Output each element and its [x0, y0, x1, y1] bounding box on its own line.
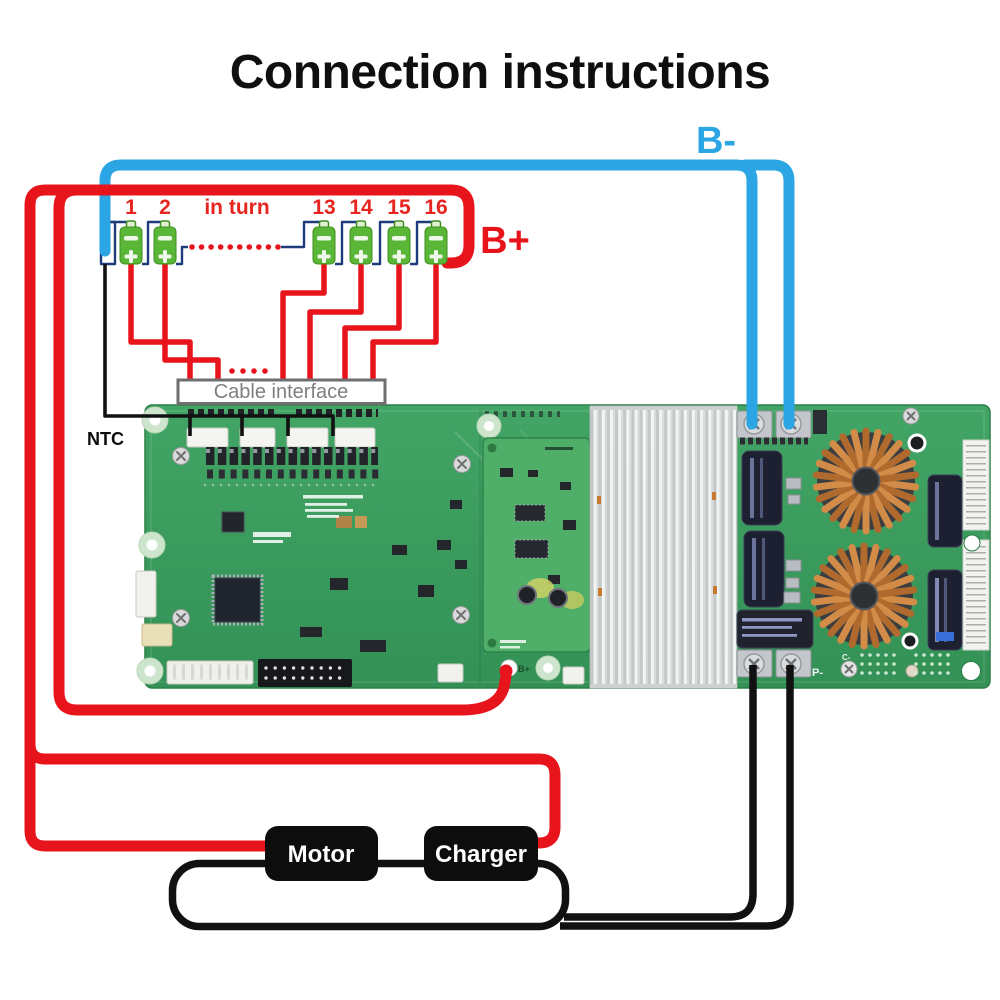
cell-plus-mark: [359, 250, 363, 263]
ic-chip: [392, 545, 407, 555]
b-minus-wire: [99, 159, 795, 430]
ic-chip: [418, 585, 434, 597]
toroid-inductor: [810, 542, 918, 650]
battery-cell-16: 16: [424, 196, 448, 265]
capacitors: [736, 450, 963, 651]
motor-label: Motor: [288, 841, 355, 868]
smd-part: [813, 410, 827, 434]
b-plus-to-motor-wire: [24, 184, 274, 852]
ic-chip: [221, 511, 245, 533]
soic-chip: [514, 504, 546, 522]
harness-connector: [239, 427, 276, 448]
battery-string: 1 2 in turn 13 14: [119, 196, 448, 265]
p-minus-label: P-: [812, 667, 823, 679]
b-plus-solder-dot: [499, 664, 513, 678]
ic-chip: [455, 560, 467, 569]
cell-label: 14: [349, 196, 373, 219]
terminal-wire-2: [560, 665, 794, 930]
c-minus-label: C-: [842, 653, 851, 662]
terminal-wire-1: [564, 665, 757, 921]
bottom-connector: [562, 666, 585, 685]
bms-board: P- C- B+: [135, 404, 991, 689]
smd-part: [936, 632, 954, 641]
battery-cell-1: 1: [119, 196, 143, 265]
charger-label: Charger: [435, 841, 527, 868]
via-grids: [860, 653, 958, 675]
b-plus-to-charger-wire: [24, 738, 561, 849]
board-hole: [961, 661, 981, 681]
cell-label: 1: [125, 196, 137, 219]
mcu-chip: [214, 577, 261, 623]
screw: [902, 407, 920, 425]
cell-minus-mark: [158, 236, 172, 241]
cable-interface-label: Cable interface: [214, 381, 349, 403]
series-link-wires: [99, 220, 436, 266]
side-connector: [135, 570, 157, 618]
board-hole: [907, 433, 927, 453]
silkscreen-text-block: [253, 495, 363, 543]
mounting-holes: [136, 406, 561, 685]
cell-minus-mark: [354, 236, 368, 241]
tantalum-cap: [336, 516, 352, 528]
cable-interface-box: Cable interface: [176, 378, 387, 405]
ic-chip: [360, 640, 386, 652]
p-minus-terminal-block: [736, 649, 812, 678]
harness-connector: [186, 427, 229, 448]
cell-plus-mark: [163, 250, 167, 263]
battery-cell-14: 14: [349, 196, 373, 265]
ic-chip: [300, 627, 322, 637]
wires: [24, 159, 795, 931]
b-plus-label: B+: [480, 220, 530, 262]
b-minus-label: B-: [696, 120, 736, 162]
battery-cell-15: 15: [387, 196, 411, 265]
barcode-labels: [962, 439, 990, 651]
cell-minus-mark: [429, 236, 443, 241]
toroid-inductor: [812, 427, 920, 535]
cell-minus-mark: [392, 236, 406, 241]
cell-label: 15: [387, 196, 411, 219]
screw: [905, 664, 919, 678]
tantalum-cap: [355, 516, 367, 528]
round-cap: [548, 588, 568, 608]
battery-cell-2: 2: [153, 196, 177, 265]
ic-chip: [450, 500, 462, 509]
pin-header: [258, 659, 352, 687]
cell-label: 16: [424, 196, 447, 219]
b-plus-wire: [24, 184, 561, 852]
page-title: Connection instructions: [230, 46, 771, 99]
screw: [840, 660, 858, 678]
b-plus-pad-label: B+: [518, 664, 530, 674]
cell-plus-mark: [397, 250, 401, 263]
soic-chip: [514, 539, 549, 559]
cell-plus-mark: [129, 250, 133, 263]
battery-cell-13: 13: [312, 196, 336, 265]
harness-connector: [286, 427, 329, 448]
heatsink: [589, 405, 738, 689]
cell-plus-mark: [322, 250, 326, 263]
harness-connector: [334, 427, 376, 448]
board-hole: [901, 632, 919, 650]
daughter-board: [482, 437, 591, 653]
pcb-control-section: [135, 406, 585, 687]
round-cap: [517, 585, 537, 605]
ntc-wire: [103, 264, 335, 436]
cell-minus-mark: [124, 236, 138, 241]
cell-label: 2: [159, 196, 171, 219]
board-hole: [963, 534, 981, 552]
screws: [172, 447, 471, 627]
smd-parts: [783, 477, 802, 604]
cell-sense-wires: [128, 264, 439, 379]
cell-minus-mark: [317, 236, 331, 241]
ic-chip: [330, 578, 348, 590]
optocoupler: [141, 623, 173, 647]
ntc-label: NTC: [87, 429, 124, 449]
charger-box: Charger: [424, 826, 538, 881]
cell-plus-mark: [434, 250, 438, 263]
motor-box: Motor: [265, 826, 378, 881]
in-turn-label: in turn: [204, 196, 269, 219]
ic-chip: [437, 540, 451, 550]
cell-label: 13: [312, 196, 335, 219]
bottom-connector: [437, 663, 464, 683]
